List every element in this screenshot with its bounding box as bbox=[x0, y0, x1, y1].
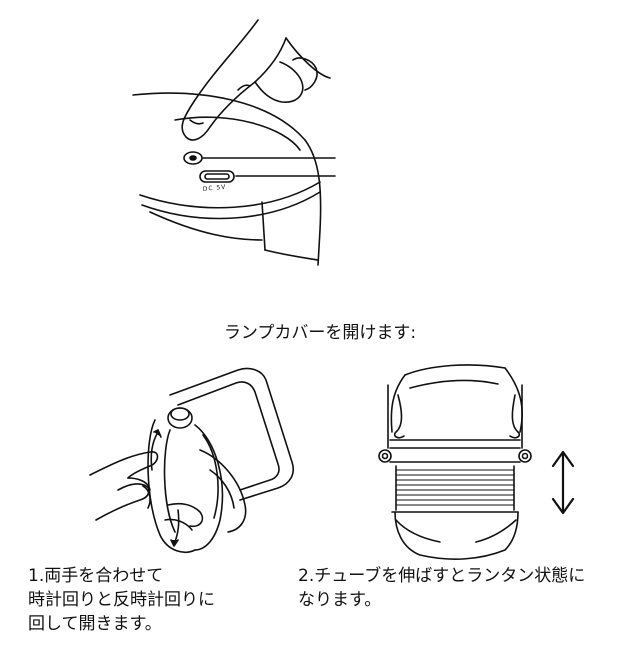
step2-line: 2.チューブを伸ばすとランタン状態に bbox=[298, 566, 586, 586]
port-label: DC 5V bbox=[202, 184, 226, 193]
bellows bbox=[395, 469, 515, 506]
step2-line: なります。 bbox=[298, 590, 382, 610]
step1-line: 回して開きます。 bbox=[28, 614, 162, 634]
twist-open-illustration bbox=[89, 367, 294, 553]
extend-tube-illustration bbox=[378, 364, 575, 560]
section-heading: ランプカバーを開けます: bbox=[223, 323, 417, 343]
step1-caption: 1.両手を合わせて 時計回りと反時計回りに 回して開きます。 bbox=[28, 564, 288, 636]
dc-port-icon bbox=[199, 170, 235, 183]
step1-line: 時計回りと反時計回りに bbox=[28, 590, 215, 610]
power-button-icon bbox=[183, 151, 203, 165]
step2-caption: 2.チューブを伸ばすとランタン状態に なります。 bbox=[298, 564, 628, 612]
lamp-top-illustration: DC 5V bbox=[132, 19, 336, 266]
finger-press-icon bbox=[181, 19, 331, 141]
step1-line: 1.両手を合わせて bbox=[28, 566, 164, 586]
rotate-arrows-icon bbox=[150, 429, 180, 547]
double-arrow-icon bbox=[551, 450, 575, 515]
